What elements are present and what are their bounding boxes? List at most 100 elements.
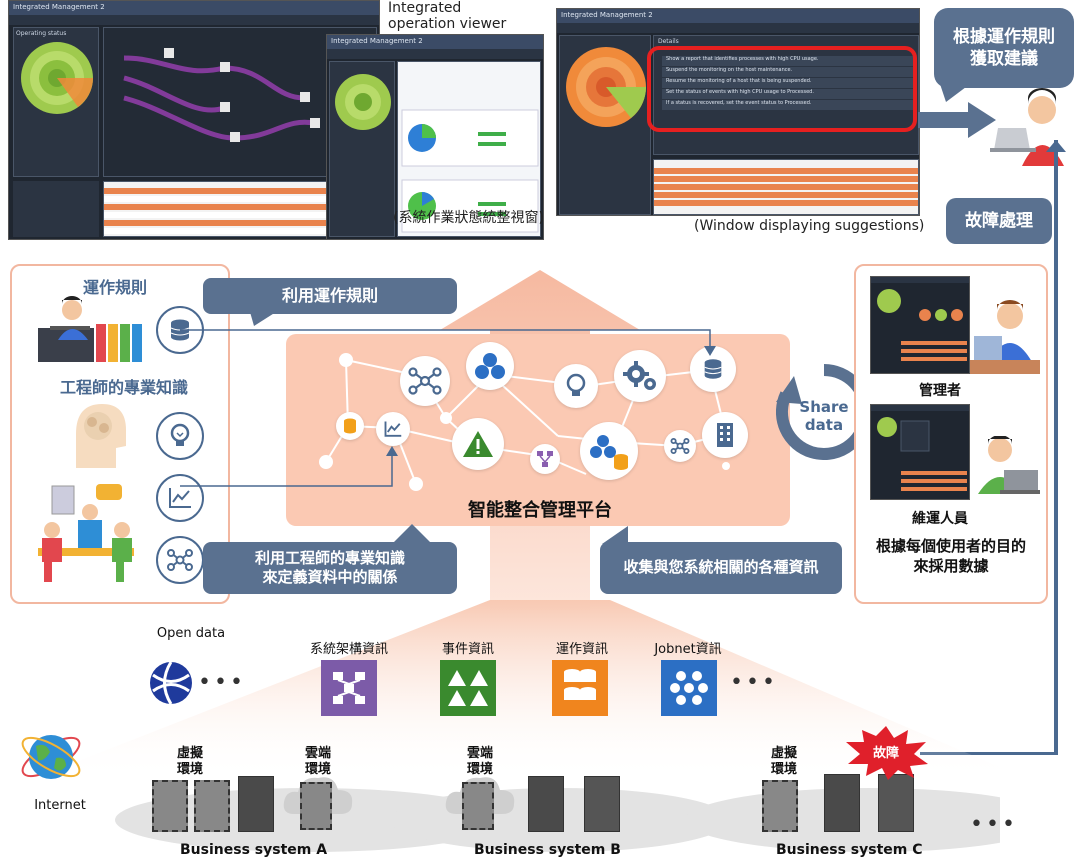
admin-label: 管理者 <box>919 383 961 399</box>
internet-label: Internet <box>34 798 86 813</box>
sources-more: ••• <box>730 670 778 695</box>
admin-screen <box>870 276 970 374</box>
cloud-env-label-a: 雲端 環境 <box>304 746 331 777</box>
small-network-icon <box>664 430 696 462</box>
integrated-viewer-caption: Integrated operation viewer <box>388 0 507 32</box>
suggestion-row[interactable]: Show a report that identifies processes … <box>662 56 914 66</box>
jobnet-info-label: Jobnet資訊 <box>654 642 722 657</box>
purpose-text: 根據每個使用者的目的 來採用數據 <box>875 537 1026 575</box>
cloud-env-label-b: 雲端 環境 <box>466 746 493 777</box>
chart-icon <box>156 474 204 522</box>
relation-graph <box>123 48 320 142</box>
virtual-env-label-a: 虛擬 環境 <box>176 746 203 777</box>
hierarchy-icon <box>530 444 560 474</box>
server-a1 <box>152 780 188 832</box>
collect-info-tail <box>602 526 628 544</box>
left-screen-title: Integrated Management 2 <box>9 1 379 15</box>
cluster-database-icon <box>580 422 638 480</box>
suggestion-row[interactable]: Set the status of events with high CPU u… <box>662 89 914 99</box>
fault-connector <box>920 752 1058 755</box>
callout-tail <box>940 84 970 102</box>
suggestion-row[interactable]: Resume the monitoring of a host that is … <box>662 78 914 88</box>
get-suggestions-callout: 根據運作規則 獲取建議 <box>934 8 1074 88</box>
middle-screen-title: Integrated Management 2 <box>327 35 543 49</box>
use-rules-tail <box>250 312 276 326</box>
operation-info-icon <box>552 660 608 716</box>
business-system-a-label: Business system A <box>180 842 328 858</box>
hierarchy-network-icon <box>400 356 450 406</box>
internet-globe-icon <box>21 735 81 779</box>
globe-icon <box>150 661 192 705</box>
suggestion-row[interactable]: Suspend the monitoring on the host maint… <box>662 67 914 77</box>
team-meeting-illustration <box>38 484 134 582</box>
server-c2 <box>824 774 860 832</box>
rules-illustration <box>38 296 142 362</box>
operation-info-label: 運作資訊 <box>555 642 608 657</box>
config-info-label: 系統架構資訊 <box>309 642 388 657</box>
event-info-icon <box>440 660 496 716</box>
server-b2 <box>528 776 564 832</box>
gear-icon <box>614 350 666 402</box>
event-info-label: 事件資訊 <box>441 642 494 657</box>
define-relations-callout: 利用工程師的專業知識 來定義資料中的關係 <box>203 542 457 594</box>
virtual-env-label-c: 虛擬 環境 <box>770 746 797 777</box>
engineer-head-illustration <box>76 404 126 468</box>
network-icon <box>156 536 204 584</box>
sunburst-chart <box>21 42 93 114</box>
fault-flow-lines <box>1046 140 1066 752</box>
server-b3 <box>584 776 620 832</box>
left-screen: Integrated Management 2 Operating status <box>8 0 380 240</box>
server-c3 <box>878 774 914 832</box>
config-info-icon <box>321 660 377 716</box>
business-system-b-label: Business system B <box>474 842 621 858</box>
server-a3 <box>238 776 274 832</box>
right-sunburst <box>566 47 646 127</box>
server-b1 <box>462 782 494 830</box>
warning-icon <box>452 418 504 470</box>
user-person-icon <box>990 88 1064 166</box>
suggestion-highlight <box>647 46 917 132</box>
lightbulb-node-icon <box>554 364 598 408</box>
server-c1 <box>762 780 798 832</box>
data-fan <box>30 600 1030 780</box>
open-data-more: ••• <box>198 670 246 695</box>
fault-handling-callout: 故障處理 <box>946 198 1052 244</box>
pie-panels <box>401 109 539 233</box>
admin-person-icon <box>970 300 1040 374</box>
building-icon <box>702 412 748 458</box>
middle-sunburst <box>335 74 391 130</box>
fault-burst-icon <box>846 726 928 780</box>
rules-flow-arrow <box>180 329 716 356</box>
systems-more: ••• <box>970 812 1018 837</box>
suggestion-list: Show a report that identifies processes … <box>662 56 914 111</box>
share-cycle-icon <box>776 364 872 460</box>
suggestion-row[interactable]: If a status is recovered, set the event … <box>662 100 914 110</box>
lightbulb-icon <box>156 412 204 460</box>
cluster-icon <box>466 342 514 390</box>
suggestion-window-caption: (Window displaying suggestions) <box>694 218 925 234</box>
jobnet-info-icon <box>661 660 717 716</box>
platform-title: 智能整合管理平台 <box>468 500 612 521</box>
ops-screen <box>870 404 970 500</box>
rules-title: 運作規則 <box>82 278 147 297</box>
database-node-icon <box>690 346 736 392</box>
business-system-c-label: Business system C <box>776 842 923 858</box>
ops-label: 維運人員 <box>912 511 968 527</box>
server-a2 <box>194 780 230 832</box>
middle-screen: Integrated Management 2 <box>326 34 544 240</box>
chart-flow-arrow <box>180 446 398 487</box>
open-data-label: Open data <box>156 626 226 641</box>
right-screen-title: Integrated Management 2 <box>557 9 919 23</box>
collect-info-callout: 收集與您系統相關的各種資訊 <box>600 542 842 594</box>
expertise-title: 工程師的專業知識 <box>60 378 189 397</box>
server-a4 <box>300 782 332 830</box>
viewer-caption-zh: (系統作業狀態統整視窗) <box>393 210 544 226</box>
small-database-icon <box>336 412 364 440</box>
small-chart-icon <box>376 412 410 446</box>
define-relations-tail <box>392 524 432 544</box>
use-rules-callout: 利用運作規則 <box>203 278 457 314</box>
details-title: Details <box>658 38 679 45</box>
fault-label: 故障 <box>872 746 899 761</box>
ops-person-icon <box>978 436 1040 494</box>
pane-title: Operating status <box>16 30 67 37</box>
